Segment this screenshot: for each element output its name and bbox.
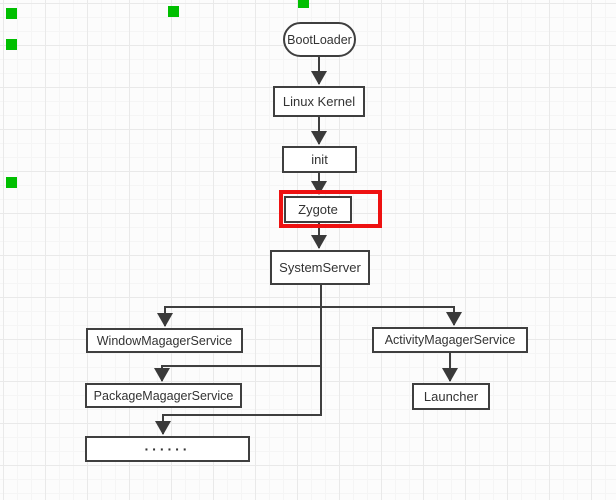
node-activity-magager-service-label: ActivityMagagerService xyxy=(384,333,516,347)
node-linux-kernel[interactable]: Linux Kernel xyxy=(273,86,365,117)
node-launcher[interactable]: Launcher xyxy=(412,383,490,410)
node-zygote-label: Zygote xyxy=(298,202,338,217)
node-window-magager-service-label: WindowMagagerService xyxy=(96,333,233,348)
node-bootloader-label: BootLoader xyxy=(287,32,352,47)
green-marker-icon xyxy=(168,6,179,17)
node-zygote[interactable]: Zygote xyxy=(284,196,352,223)
node-package-magager-service-label: PackageMagagerService xyxy=(93,388,234,403)
node-systemserver-label: SystemServer xyxy=(279,260,361,275)
green-marker-icon xyxy=(6,39,17,50)
node-init-label: init xyxy=(311,152,328,167)
node-bootloader[interactable]: BootLoader xyxy=(283,22,356,57)
node-activity-magager-service[interactable]: ActivityMagagerService xyxy=(372,327,528,353)
green-marker-icon xyxy=(6,8,17,19)
node-launcher-label: Launcher xyxy=(423,389,479,404)
green-marker-icon xyxy=(6,177,17,188)
node-window-magager-service[interactable]: WindowMagagerService xyxy=(86,328,243,353)
node-linux-kernel-label: Linux Kernel xyxy=(282,94,356,109)
node-package-magager-service[interactable]: PackageMagagerService xyxy=(85,383,242,408)
node-more[interactable]: ······ xyxy=(85,436,250,462)
zygote-highlight-box xyxy=(279,190,382,228)
edge-systemserver-to-package-magager-service xyxy=(154,307,322,382)
node-init[interactable]: init xyxy=(282,146,357,173)
green-marker-icon xyxy=(298,0,309,8)
node-more-label: ······ xyxy=(144,441,191,457)
edge-systemserver-to-activity-magager-service xyxy=(320,285,462,326)
edge-systemserver-to-window-magager-service xyxy=(157,285,322,327)
edge-systemserver-to-more xyxy=(155,366,322,435)
node-systemserver[interactable]: SystemServer xyxy=(270,250,370,285)
